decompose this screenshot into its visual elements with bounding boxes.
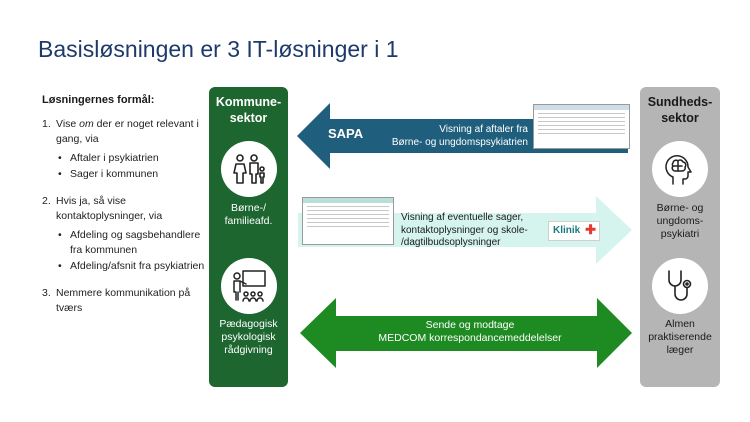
item-number: 1.: [42, 117, 51, 130]
family-icon: [220, 141, 277, 197]
teacher-icon: [220, 258, 277, 314]
health-heading: Sundheds- sektor: [647, 95, 713, 125]
item-number: 2.: [42, 194, 51, 207]
item-text: Hvis ja, så vise kontaktoplysninger, via: [56, 194, 163, 223]
health-sector-column: Sundheds- sektor Børne- og ungdoms- psyk…: [640, 87, 720, 387]
bullet-item: •Afdeling/afsnit fra psykiatrien: [58, 259, 205, 272]
purpose-item-1: 1. Vise om der er noget relevant i gang,…: [42, 117, 207, 147]
stethoscope-icon: [652, 258, 708, 314]
bullet-item: •Afdeling og sagsbehandlere fra kommunen: [58, 229, 201, 257]
klinik-screenshot: [302, 197, 394, 245]
item-number: 3.: [42, 286, 51, 299]
purpose-item-2-bullets: •Afdeling og sagsbehandlere fra kommunen…: [58, 228, 207, 274]
health-unit-1-label: Børne- og ungdoms- psykiatri: [656, 202, 704, 241]
sapa-label: SAPA: [328, 126, 364, 141]
bullet-item: •Sager i kommunen: [58, 167, 159, 180]
sapa-description: Visning af aftaler fra Børne- og ungdoms…: [391, 124, 528, 148]
medcom-description: Sende og modtage MEDCOM korrespondanceme…: [378, 319, 562, 345]
bullet-item: •Aftaler i psykiatrien: [58, 152, 159, 165]
klinik-logo: Klinik✚: [548, 221, 600, 241]
municipal-unit-2-label: Pædagogisk psykologisk rådgivning: [219, 318, 278, 357]
municipal-heading: Kommune- sektor: [215, 95, 282, 125]
purpose-item-1-bullets: •Aftaler i psykiatrien •Sager i kommunen: [58, 151, 207, 181]
sapa-screenshot: [533, 104, 630, 149]
municipal-unit-1-label: Børne-/ familieafd.: [224, 202, 273, 228]
medcom-arrow: [300, 298, 632, 368]
brain-head-icon: [652, 141, 708, 197]
municipal-sector-column: Kommune- sektor Børne-/ familieafd.: [209, 87, 288, 387]
item-text: Nemmere kommunikation på tværs: [56, 286, 191, 315]
page-title: Basisløsningen er 3 IT-løsninger i 1: [38, 36, 399, 62]
purpose-item-3: 3. Nemmere kommunikation på tværs: [42, 286, 207, 316]
purpose-heading: Løsningernes formål:: [42, 94, 155, 106]
purpose-list: Løsningernes formål: 1. Vise om der er n…: [42, 93, 207, 318]
purpose-item-2: 2. Hvis ja, så vise kontaktoplysninger, …: [42, 194, 207, 224]
health-unit-2-label: Almen praktiserende læger: [648, 318, 712, 357]
item-text: Vise om der er noget relevant i gang, vi…: [56, 117, 199, 146]
klinik-description: Visning af eventuelle sager, kontaktoply…: [401, 212, 528, 248]
